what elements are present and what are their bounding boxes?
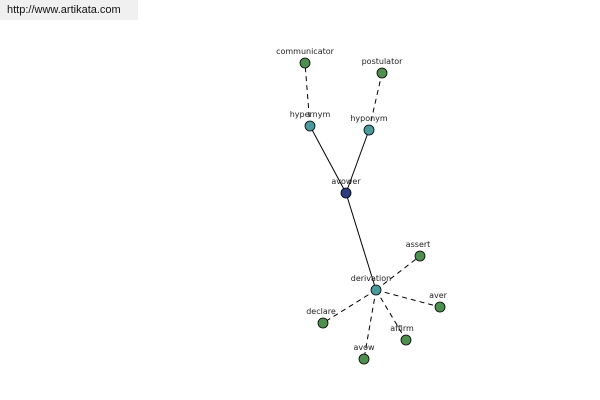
node-label-hypernym[interactable]: hypernym — [290, 110, 331, 119]
node-assert[interactable] — [414, 250, 426, 262]
edge-derivation-aver — [375, 289, 441, 308]
node-label-derivation[interactable]: derivation — [351, 274, 391, 283]
edge-hypernym-communicator — [304, 62, 311, 127]
edge-derivation-affirm — [375, 289, 407, 341]
edge-derivation-assert — [375, 255, 421, 291]
node-label-avow[interactable]: avow — [353, 343, 375, 352]
node-derivation[interactable] — [370, 284, 382, 296]
node-aver[interactable] — [434, 301, 446, 313]
node-avower[interactable] — [340, 187, 352, 199]
edge-avower-hypernym — [309, 125, 347, 194]
edge-derivation-declare — [322, 289, 377, 324]
node-postulator[interactable] — [376, 67, 388, 79]
edge-hyponym-postulator — [368, 72, 383, 131]
node-label-assert[interactable]: assert — [406, 240, 431, 249]
edge-avower-hyponym — [345, 129, 370, 194]
node-affirm[interactable] — [400, 334, 412, 346]
node-label-hyponym[interactable]: hyponym — [350, 114, 388, 123]
node-label-declare[interactable]: declare — [306, 307, 336, 316]
node-label-postulator[interactable]: postulator — [362, 57, 404, 66]
node-label-affirm[interactable]: affirm — [390, 324, 414, 333]
node-declare[interactable] — [317, 317, 329, 329]
source-url-banner[interactable]: http://www.artikata.com — [0, 0, 138, 20]
edge-derivation-avow — [363, 289, 377, 360]
node-hyponym[interactable] — [363, 124, 375, 136]
node-hypernym[interactable] — [304, 120, 316, 132]
node-avow[interactable] — [358, 353, 370, 365]
node-label-communicator[interactable]: communicator — [276, 47, 335, 56]
node-communicator[interactable] — [299, 57, 311, 69]
node-label-avower[interactable]: avower — [331, 177, 361, 186]
graph-edges — [304, 62, 441, 360]
graph-nodes — [299, 57, 446, 365]
graph-labels: avower hypernym hyponym derivation communica… — [276, 47, 448, 352]
node-label-aver[interactable]: aver — [429, 291, 448, 300]
edge-avower-derivation — [345, 192, 377, 291]
